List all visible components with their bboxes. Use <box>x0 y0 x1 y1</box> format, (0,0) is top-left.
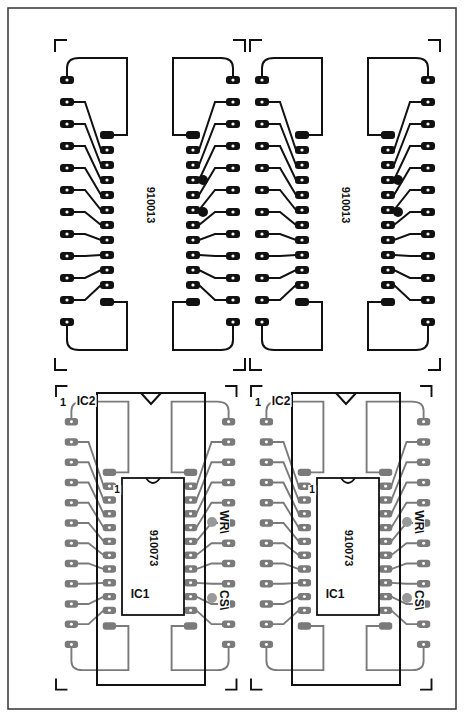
board-code: 910013 <box>145 186 156 225</box>
pin-number: 1 <box>308 485 316 495</box>
copper-track-board <box>55 40 245 370</box>
signal-name: WR\ <box>413 509 425 534</box>
board-code: 910013 <box>340 186 351 225</box>
component-layout-board <box>251 386 432 690</box>
signal-name: CS\ <box>413 589 425 611</box>
component-layout-board <box>56 386 237 690</box>
pin-number: 1 <box>59 397 67 408</box>
board-code: 910073 <box>343 529 354 568</box>
copper-track-board <box>250 40 440 370</box>
signal-name: WR\ <box>218 509 230 534</box>
pin-number: 1 <box>113 485 121 495</box>
ic-label: IC1 <box>325 588 346 600</box>
ic-label: IC2 <box>76 395 97 407</box>
ic-label: IC1 <box>130 588 151 600</box>
board-code: 910073 <box>148 529 159 568</box>
frame <box>8 8 456 709</box>
signal-name: CS\ <box>218 589 230 611</box>
pin-number: 1 <box>254 397 262 408</box>
ic-label: IC2 <box>271 395 292 407</box>
